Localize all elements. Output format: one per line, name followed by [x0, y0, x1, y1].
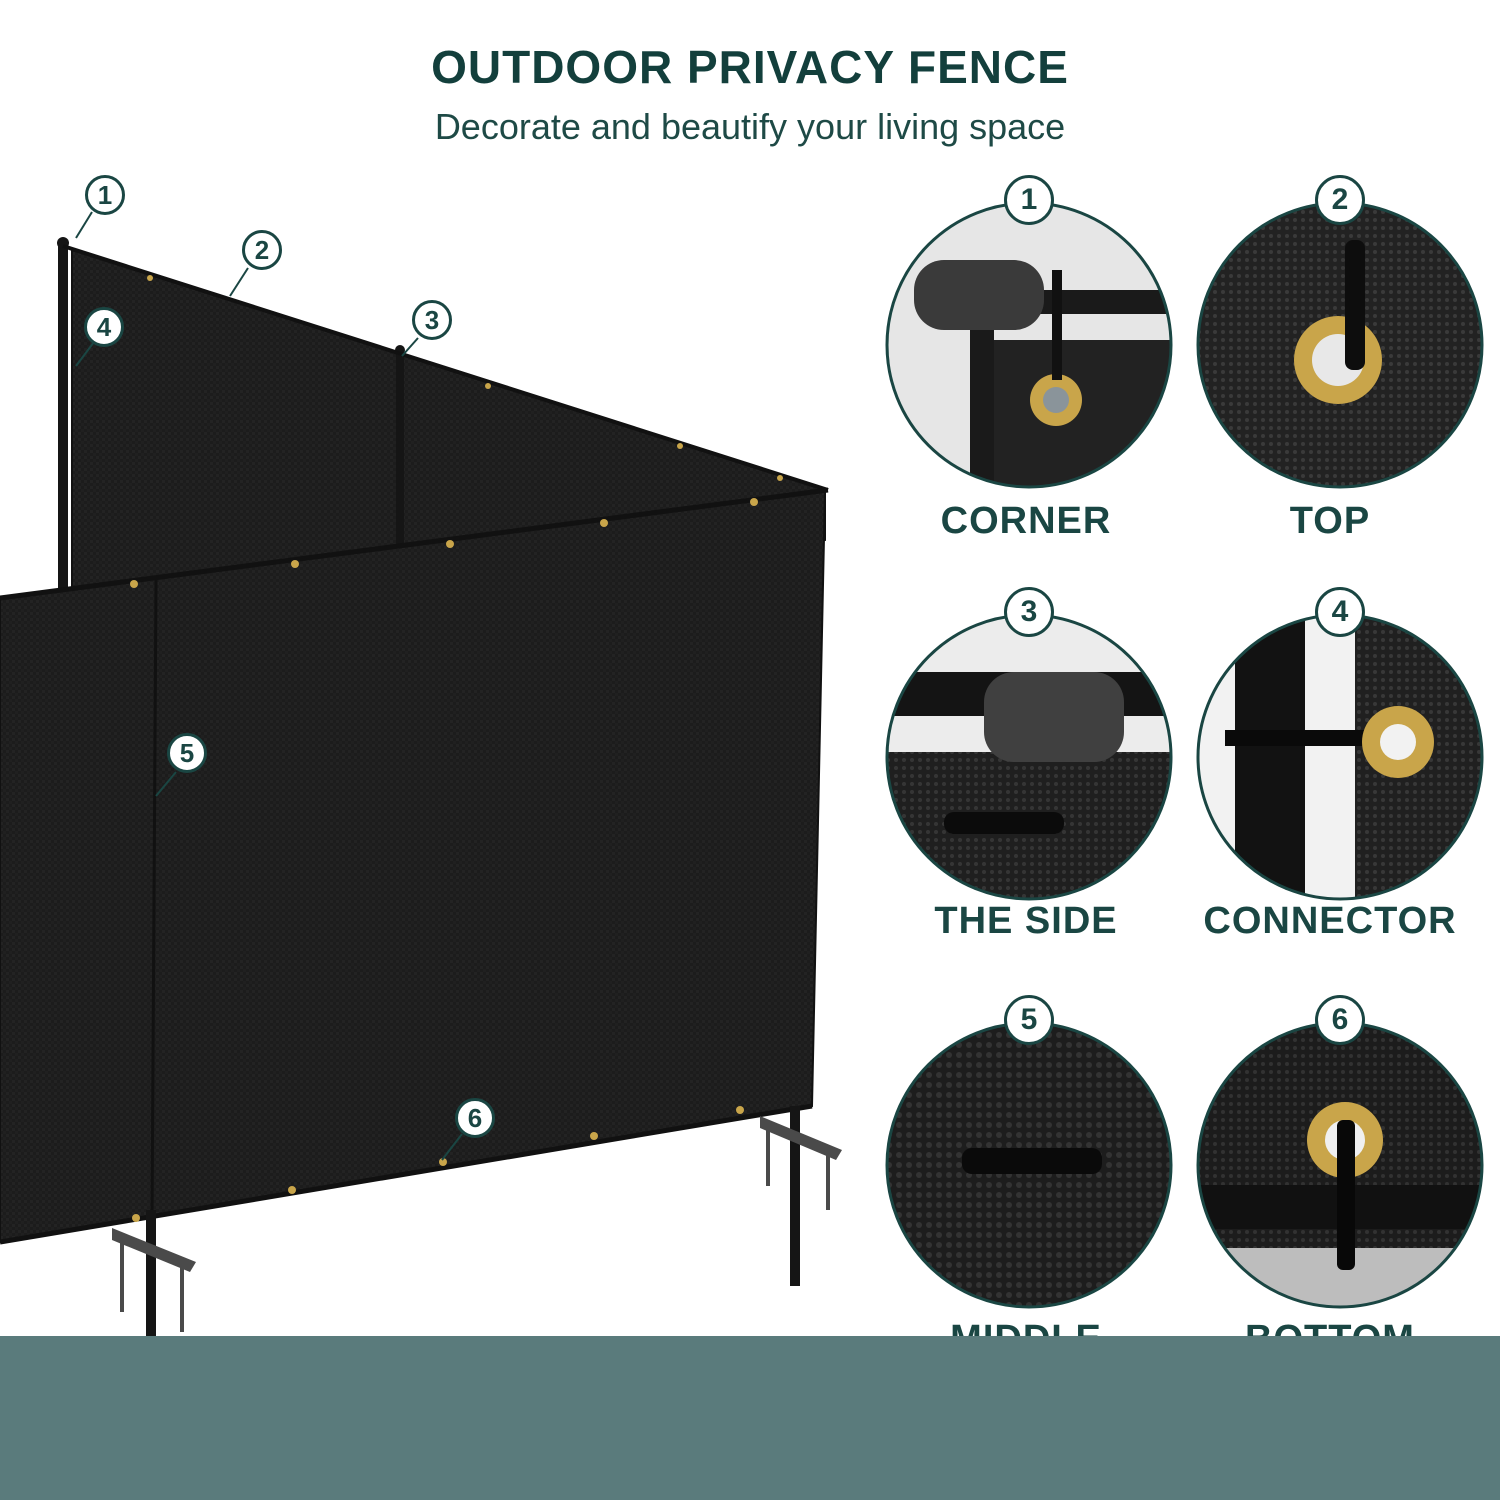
middle-tie-image	[885, 1021, 1173, 1309]
detail-corner-number: 1	[1004, 175, 1054, 225]
front-fence-panel	[0, 488, 827, 1244]
ground-stake-right	[760, 1116, 842, 1160]
back-top-grommets	[147, 275, 783, 481]
fence-marker-1: 1	[85, 175, 125, 215]
bottom-band	[0, 1336, 1500, 1500]
top-grommet-image	[1196, 201, 1484, 489]
fence-illustration	[0, 211, 842, 1336]
detail-connector: 4	[1195, 587, 1485, 902]
front-top-grommets	[130, 498, 758, 588]
front-post-middle	[146, 1210, 156, 1336]
front-bottom-grommets	[132, 1106, 744, 1222]
ground-stake-left	[112, 1228, 196, 1272]
page-title: OUTDOOR PRIVACY FENCE	[431, 41, 1069, 93]
fence-marker-2: 2	[242, 230, 282, 270]
detail-side-label: THE SIDE	[934, 900, 1118, 942]
detail-side: 3	[884, 587, 1174, 902]
detail-corner-label: CORNER	[940, 500, 1112, 542]
detail-middle-number: 5	[1004, 995, 1054, 1045]
detail-bottom-number: 6	[1315, 995, 1365, 1045]
fence-marker-6: 6	[455, 1098, 495, 1138]
detail-middle: 5	[884, 995, 1174, 1310]
bottom-grommet-image	[1196, 1021, 1484, 1309]
detail-connector-label: CONNECTOR	[1203, 900, 1457, 942]
detail-corner: 1	[884, 175, 1174, 490]
detail-top-label: TOP	[1289, 500, 1371, 542]
corner-detail-image	[885, 201, 1173, 489]
back-post-middle	[396, 350, 404, 550]
front-post-right	[790, 1106, 800, 1286]
back-post-left	[58, 242, 68, 602]
page-subtitle: Decorate and beautify your living space	[434, 106, 1066, 147]
detail-connector-number: 4	[1315, 587, 1365, 637]
detail-side-number: 3	[1004, 587, 1054, 637]
detail-top-number: 2	[1315, 175, 1365, 225]
detail-bottom: 6	[1195, 995, 1485, 1310]
fence-marker-5: 5	[167, 733, 207, 773]
fence-marker-3: 3	[412, 300, 452, 340]
fence-marker-4: 4	[84, 307, 124, 347]
side-detail-image	[885, 613, 1173, 901]
detail-top: 2	[1195, 175, 1485, 490]
connector-detail-image	[1196, 613, 1484, 901]
